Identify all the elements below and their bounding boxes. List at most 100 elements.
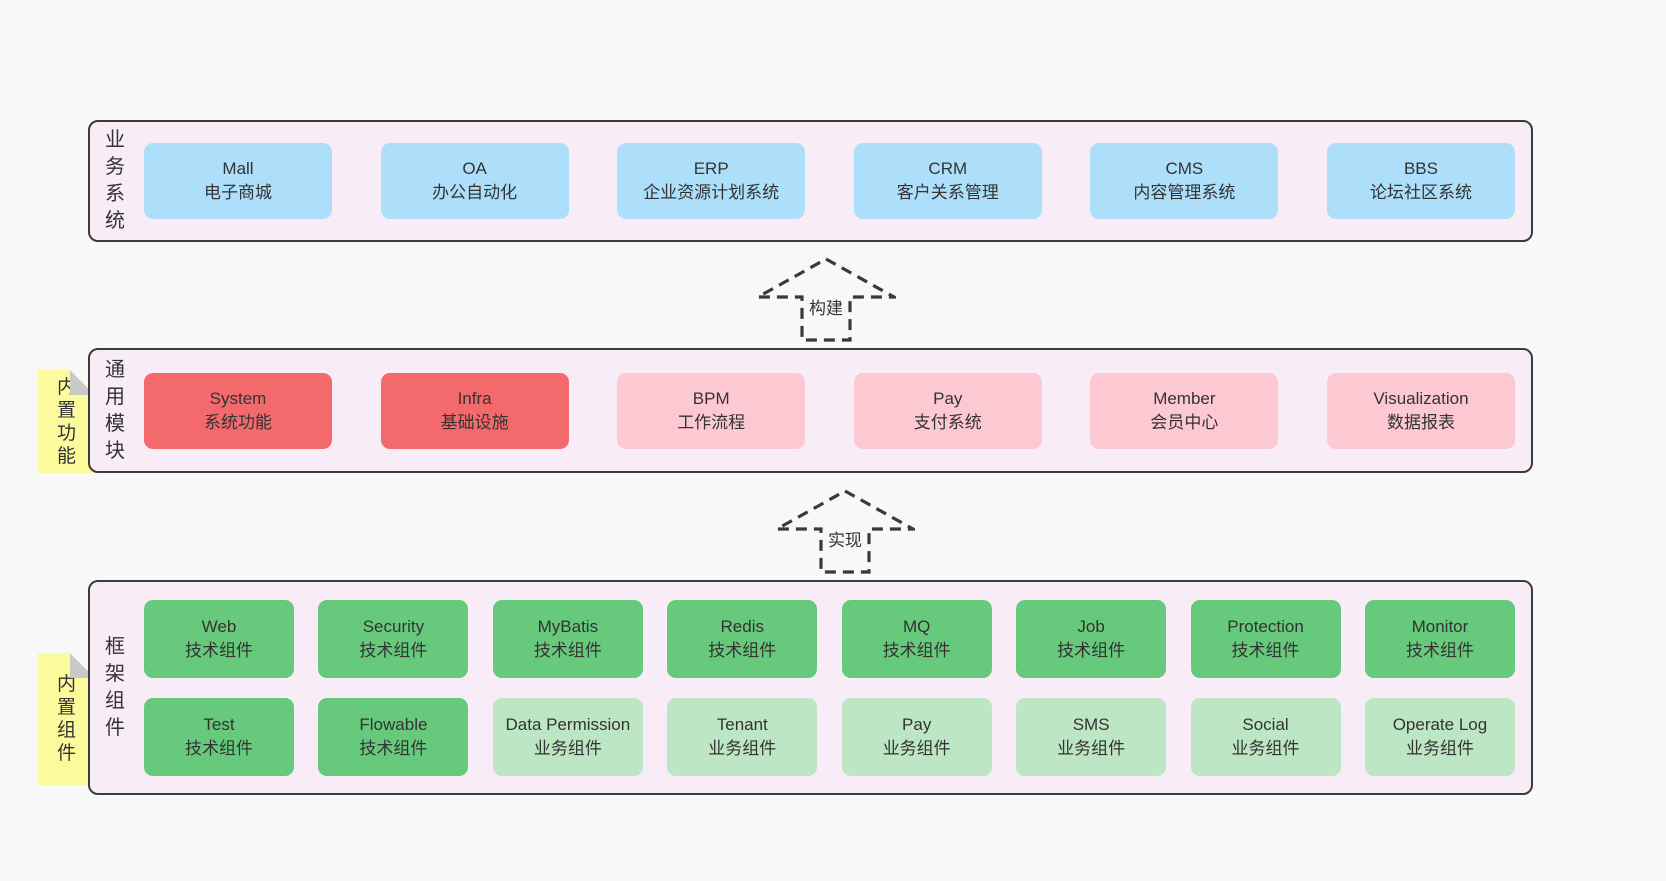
box-subtitle: 业务组件 xyxy=(882,738,951,758)
crm-box: CRM 客户关系管理 xyxy=(853,143,1042,219)
box-subtitle: 办公自动化 xyxy=(432,183,518,202)
box-subtitle: 技术组件 xyxy=(533,640,602,660)
web-box: Web 技术组件 xyxy=(144,599,294,678)
box-subtitle: 基础设施 xyxy=(440,412,509,432)
bpm-box: BPM 工作流程 xyxy=(617,372,806,449)
common-modules-panel: 通 用 模 块 System 系统功能 Infra 基础设施 BPM 工作流程 … xyxy=(88,348,1533,473)
oa-box: OA 办公自动化 xyxy=(380,143,569,219)
box-subtitle: 业务组件 xyxy=(1231,738,1300,758)
box-subtitle: 系统功能 xyxy=(204,412,272,432)
visualization-box: Visualization 数据报表 xyxy=(1326,372,1515,449)
operate-log-box: Operate Log 业务组件 xyxy=(1364,697,1515,776)
business-systems-panel: 业 务 系 统 Mall 电子商城 OA 办公自动化 ERP 企业资源计划系统 … xyxy=(88,120,1533,242)
box-title: CRM xyxy=(928,159,968,178)
box-title: SMS xyxy=(1072,714,1110,734)
box-title: Infra xyxy=(457,388,492,408)
box-title: OA xyxy=(462,159,487,178)
framework-panel-body: Web 技术组件 Security 技术组件 MyBatis 技术组件 Redi… xyxy=(140,582,1531,793)
box-title: BPM xyxy=(692,388,730,408)
box-title: Pay xyxy=(933,388,963,408)
box-title: CMS xyxy=(1165,159,1204,178)
box-title: Member xyxy=(1153,388,1216,408)
common-boxes-row: System 系统功能 Infra 基础设施 BPM 工作流程 Pay 支付系统… xyxy=(144,372,1515,449)
box-title: Security xyxy=(362,616,425,636)
box-title: Redis xyxy=(720,616,764,636)
social-box: Social 业务组件 xyxy=(1190,697,1341,776)
pay-component-box: Pay 业务组件 xyxy=(841,697,992,776)
box-subtitle: 业务组件 xyxy=(708,738,777,758)
business-panel-body: Mall 电子商城 OA 办公自动化 ERP 企业资源计划系统 CRM 客户关系… xyxy=(140,122,1531,240)
builtin-components-sticky-note: 内 置 组 件 xyxy=(38,653,95,785)
business-boxes-row: Mall 电子商城 OA 办公自动化 ERP 企业资源计划系统 CRM 客户关系… xyxy=(144,143,1515,219)
box-subtitle: 技术组件 xyxy=(359,640,428,660)
mybatis-box: MyBatis 技术组件 xyxy=(492,599,643,678)
common-panel-body: System 系统功能 Infra 基础设施 BPM 工作流程 Pay 支付系统… xyxy=(140,350,1531,471)
box-subtitle: 技术组件 xyxy=(1405,640,1474,660)
box-subtitle: 业务组件 xyxy=(533,738,602,758)
box-subtitle: 会员中心 xyxy=(1150,412,1219,432)
member-box: Member 会员中心 xyxy=(1090,372,1279,449)
box-title: Mall xyxy=(222,159,254,178)
builtin-features-sticky-note: 内 置 功 能 xyxy=(38,370,95,473)
implement-arrow-label: 实现 xyxy=(825,526,865,551)
framework-row-1: Web 技术组件 Security 技术组件 MyBatis 技术组件 Redi… xyxy=(144,599,1515,678)
erp-box: ERP 企业资源计划系统 xyxy=(617,143,806,219)
security-box: Security 技术组件 xyxy=(318,599,469,678)
box-subtitle: 内容管理系统 xyxy=(1133,183,1236,202)
common-panel-label: 通 用 模 块 xyxy=(105,358,125,462)
box-title: Monitor xyxy=(1411,616,1469,636)
sms-box: SMS 业务组件 xyxy=(1016,697,1167,776)
framework-panel-label: 框 架 组 件 xyxy=(105,635,125,739)
box-subtitle: 技术组件 xyxy=(185,640,253,660)
framework-row-2: Test 技术组件 Flowable 技术组件 Data Permission … xyxy=(144,697,1515,776)
box-subtitle: 支付系统 xyxy=(913,412,982,432)
box-title: Web xyxy=(201,616,237,636)
box-title: MQ xyxy=(902,616,931,636)
mall-box: Mall 电子商城 xyxy=(144,143,332,219)
infra-box: Infra 基础设施 xyxy=(380,372,569,449)
system-box: System 系统功能 xyxy=(144,372,332,449)
box-title: ERP xyxy=(693,159,729,178)
box-subtitle: 技术组件 xyxy=(359,738,428,758)
implement-arrow-icon: 实现 xyxy=(775,488,915,574)
redis-box: Redis 技术组件 xyxy=(667,599,818,678)
flowable-box: Flowable 技术组件 xyxy=(318,697,469,776)
job-box: Job 技术组件 xyxy=(1016,599,1167,678)
box-title: System xyxy=(209,388,267,408)
box-subtitle: 业务组件 xyxy=(1057,738,1126,758)
box-subtitle: 技术组件 xyxy=(1057,640,1126,660)
box-title: Tenant xyxy=(716,714,768,734)
data-permission-box: Data Permission 业务组件 xyxy=(492,697,643,776)
box-title: Data Permission xyxy=(505,714,631,734)
cms-box: CMS 内容管理系统 xyxy=(1090,143,1279,219)
box-title: Pay xyxy=(902,714,932,734)
business-panel-label: 业 务 系 统 xyxy=(105,129,125,232)
box-title: MyBatis xyxy=(537,616,599,636)
framework-components-panel: 框 架 组 件 Web 技术组件 Security 技术组件 MyBatis 技… xyxy=(88,580,1533,795)
box-title: Test xyxy=(203,714,235,734)
box-title: Operate Log xyxy=(1392,714,1488,734)
box-title: Job xyxy=(1077,616,1105,636)
tenant-box: Tenant 业务组件 xyxy=(667,697,818,776)
box-subtitle: 数据报表 xyxy=(1386,412,1455,432)
box-subtitle: 技术组件 xyxy=(185,738,253,758)
box-title: Social xyxy=(1242,714,1289,734)
box-subtitle: 工作流程 xyxy=(677,412,746,432)
monitor-box: Monitor 技术组件 xyxy=(1364,599,1515,678)
box-title: Protection xyxy=(1227,616,1304,636)
build-arrow-label: 构建 xyxy=(806,294,846,319)
pay-module-box: Pay 支付系统 xyxy=(853,372,1042,449)
box-title: Flowable xyxy=(359,714,428,734)
box-title: BBS xyxy=(1403,159,1438,178)
box-subtitle: 技术组件 xyxy=(1231,640,1300,660)
mq-box: MQ 技术组件 xyxy=(841,599,992,678)
test-box: Test 技术组件 xyxy=(144,697,294,776)
note-text: 内 置 组 件 xyxy=(56,674,76,764)
box-subtitle: 电子商城 xyxy=(204,183,272,202)
box-subtitle: 业务组件 xyxy=(1405,738,1474,758)
build-arrow-icon: 构建 xyxy=(756,256,896,342)
box-subtitle: 客户关系管理 xyxy=(896,183,999,202)
box-subtitle: 企业资源计划系统 xyxy=(643,183,780,202)
bbs-box: BBS 论坛社区系统 xyxy=(1326,143,1515,219)
box-title: Visualization xyxy=(1373,388,1469,408)
